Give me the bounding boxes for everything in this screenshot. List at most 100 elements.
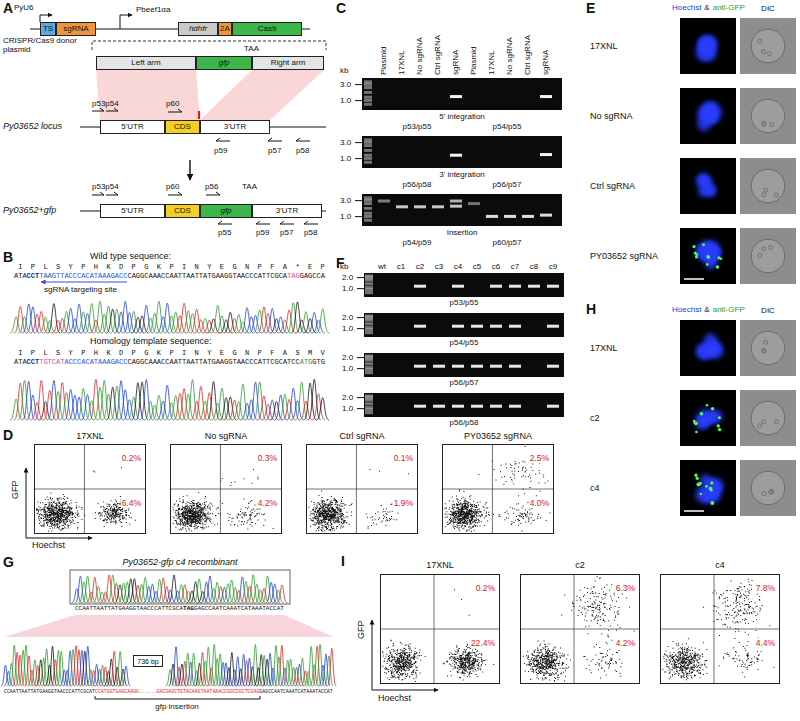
- image-ground: [680, 158, 736, 214]
- target-site-label: sgRNA targeting site: [44, 285, 117, 294]
- trace-peak: [251, 584, 262, 603]
- size-tick: [355, 200, 362, 201]
- trace-peak: [48, 304, 61, 333]
- quadrant-line: [306, 489, 418, 490]
- size-marker: 1.0: [340, 212, 351, 221]
- trace-peak: [262, 576, 273, 603]
- cell-granule: [762, 492, 766, 496]
- label-holder: PyU6: [14, 3, 34, 12]
- reporter-dot: [710, 489, 713, 492]
- cell-granule: [770, 123, 774, 127]
- trace-peak: [258, 307, 271, 333]
- gel-band: [365, 371, 373, 374]
- gel-band: [364, 141, 372, 144]
- percent-holder: 4.4%: [755, 632, 776, 650]
- percent-holder: 0.1%: [393, 447, 414, 465]
- label-holder: c1: [392, 262, 410, 271]
- primer-arrow: [304, 221, 318, 224]
- trace-peak: [241, 308, 254, 333]
- plot-title: Ctrl sgRNA: [339, 431, 384, 441]
- label-holder: 3.0: [340, 80, 351, 89]
- sequence-heading: Wild type sequence:: [90, 251, 171, 261]
- label-holder: p56/p57: [364, 378, 564, 387]
- label-holder: Py03652+gfp: [3, 205, 56, 215]
- primer-arrow: [106, 192, 118, 195]
- trace-peak: [249, 382, 262, 420]
- gel-band: [364, 196, 372, 199]
- trace-peak: [248, 575, 259, 603]
- reporter-dot: [718, 428, 721, 431]
- scatter-plot-frame: 2.5%4.0%: [442, 444, 554, 534]
- scatter-plot: [306, 444, 418, 534]
- label-holder: 1.0: [340, 154, 351, 163]
- lane-label: c1: [397, 262, 405, 271]
- gel-image: [364, 393, 564, 417]
- fluorescence-image: [680, 390, 736, 446]
- trace-peak: [211, 305, 224, 333]
- cell-granule: [774, 420, 778, 424]
- primer-label: p57: [280, 228, 293, 237]
- trace-peak: [316, 309, 329, 333]
- brightfield-image: [740, 88, 796, 144]
- label-holder: p58: [296, 146, 309, 155]
- label-holder: p59: [214, 146, 227, 155]
- trace-peak: [190, 309, 203, 333]
- scatter-plot-frame: 6.3% 4.2%: [520, 574, 640, 684]
- size-marker: 2.0: [342, 273, 353, 282]
- primer-pair: p60/p57: [493, 238, 522, 247]
- fluorescence-image: [680, 228, 736, 284]
- percent-value: 0.2%: [475, 583, 496, 593]
- trace-peak: [125, 579, 136, 603]
- trace-peak: [287, 303, 300, 333]
- panel-letter: D: [3, 427, 13, 443]
- label-holder: 1.0: [342, 404, 353, 413]
- image-ground: [680, 228, 736, 284]
- lane-label: Plasmid: [379, 47, 388, 75]
- trace-peak: [129, 579, 140, 603]
- label-holder: No sgRNA: [415, 37, 424, 75]
- sequence-segment: TAG: [183, 605, 194, 612]
- lane-label: c3: [435, 262, 443, 271]
- gene-box: 3'UTR: [200, 120, 270, 134]
- panel-letter: H: [586, 301, 596, 317]
- label-holder: gfp insertion: [127, 702, 227, 711]
- gel-band: [364, 161, 372, 164]
- sequence-segment: CCAATTAATTATGAAGGTAACCCATTCGCA: [75, 605, 183, 612]
- scatter-plot-frame: 0.2%22.4%: [380, 574, 500, 684]
- percent-holder: 4.2%: [615, 632, 636, 650]
- label-holder: c2: [411, 262, 429, 271]
- reporter-dot: [692, 245, 695, 248]
- percent-value: 6.3%: [615, 583, 636, 593]
- promoter-arrow: [120, 15, 132, 29]
- size-tick: [357, 328, 364, 329]
- trace-peak: [253, 382, 266, 420]
- recombination-arrow: [189, 160, 190, 180]
- text-run: ATACCTTAAGTTACCCACATAAAGACCCAGGCAAACCAAT…: [14, 273, 325, 281]
- label-holder: 17XNL: [487, 51, 496, 75]
- sequence-segment: CCAATTAATTATGAAGGTAACCCATTCGCAT: [4, 689, 95, 694]
- label-holder: 2.0: [342, 353, 353, 362]
- trace-peak: [104, 575, 115, 603]
- gel-band: [471, 325, 483, 328]
- label-holder: I P L S Y P H K D P G K P I N Y E G N P …: [18, 349, 327, 357]
- trace-peak: [111, 386, 124, 420]
- sequencing-trace: [10, 301, 329, 333]
- scatter-dots: [662, 579, 774, 681]
- label-holder: c8: [525, 262, 543, 271]
- nucleus-blob: [699, 37, 716, 54]
- label-holder: p56/p58: [372, 180, 462, 189]
- label-holder: c4: [660, 560, 780, 570]
- primer-arrow: [296, 138, 310, 141]
- trace-peak: [60, 311, 73, 333]
- primer-arrow: [106, 108, 118, 111]
- box-text: gfp: [218, 59, 229, 67]
- scatter-dots: [382, 589, 494, 682]
- gel-band: [414, 325, 426, 328]
- primer-label: p60: [166, 182, 179, 191]
- channel-label: anti-GFP: [713, 305, 745, 314]
- label-holder: c9: [544, 262, 562, 271]
- sequence-segment: TAG: [287, 272, 300, 280]
- scale-bar: [684, 510, 704, 512]
- cell-granule: [762, 193, 766, 197]
- text-run: Hoechst&anti-GFP: [672, 306, 745, 315]
